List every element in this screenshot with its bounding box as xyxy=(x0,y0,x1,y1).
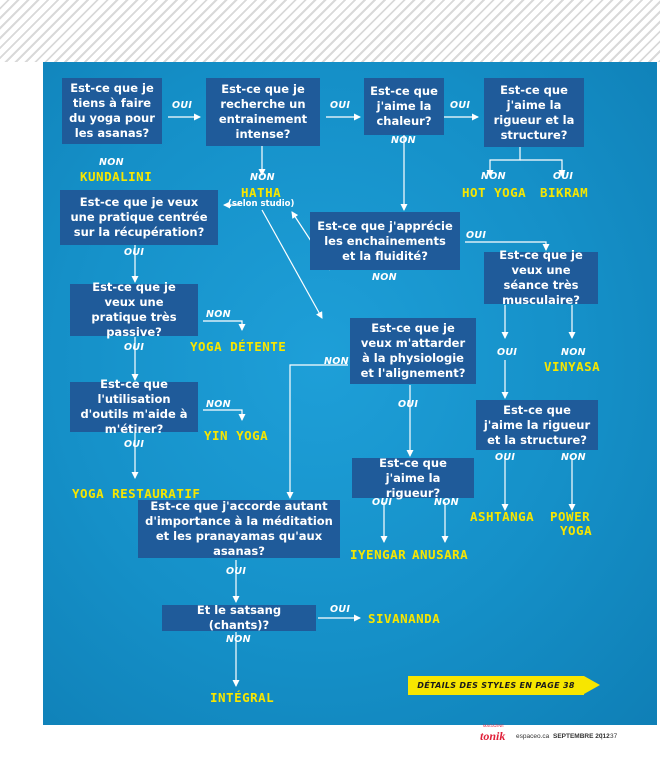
result-power-yoga: POWER xyxy=(550,509,591,524)
label-non: NON xyxy=(206,309,231,320)
label-oui: OUI xyxy=(398,399,419,410)
question-box-musculaire: Est-ce que je veux une séance très muscu… xyxy=(484,248,598,307)
tonik-logo: tonik xyxy=(480,729,506,743)
label-oui: OUI xyxy=(124,342,145,353)
question-box-alignement: Est-ce que je veux m'attarder à la physi… xyxy=(350,318,476,384)
result-yoga-restauratif: YOGA RESTAURATIF xyxy=(72,486,201,501)
label-oui: OUI xyxy=(330,100,351,111)
result-hot-yoga: HOT YOGA xyxy=(462,185,527,200)
question-box-recuperation: Est-ce que je veux une pratique centrée … xyxy=(60,190,218,245)
footer-issue: SEPTEMBRE 2012 xyxy=(553,733,610,740)
label-oui: OUI xyxy=(226,566,247,577)
footer-site: espaceo.ca xyxy=(516,733,550,740)
question-box-satsang: Et le satsang (chants)? xyxy=(162,603,316,632)
label-oui: OUI xyxy=(124,247,145,258)
arrow-q6-q7 xyxy=(465,241,550,251)
result-yoga-detente: YOGA DÉTENTE xyxy=(190,339,287,354)
question-box-chaleur: Est-ce que j'aime la chaleur? xyxy=(364,78,444,135)
details-banner: DÉTAILS DES STYLES EN PAGE 38 xyxy=(408,676,584,695)
result-power-yoga-2: YOGA xyxy=(560,523,593,538)
result-kundalini: KUNDALINI xyxy=(80,169,153,184)
label-non: NON xyxy=(324,356,349,367)
header-stripes xyxy=(0,0,660,62)
label-oui: OUI xyxy=(497,347,518,358)
question-box-asanas: Est-ce que je tiens à faire du yoga pour… xyxy=(62,78,162,144)
label-oui: OUI xyxy=(466,230,487,241)
arrow-q8-detente xyxy=(203,320,246,331)
result-sivananda: SIVANANDA xyxy=(368,611,441,626)
footer-separator: | xyxy=(601,733,603,740)
label-non: NON xyxy=(206,399,231,410)
label-non: NON xyxy=(226,634,251,645)
result-integral: INTÉGRAL xyxy=(210,690,275,705)
logo-superscript: MAGAZINE xyxy=(483,723,504,728)
question-box-rigueur-structure-1: Est-ce que j'aime la rigueur et la struc… xyxy=(484,78,584,147)
label-oui: OUI xyxy=(172,100,193,111)
question-box-rigueur: Est-ce que j'aime la rigueur? xyxy=(352,456,474,500)
footer-page-number: 37 xyxy=(610,733,618,740)
question-box-fluidite: Est-ce que j'apprécie les enchainements … xyxy=(310,212,460,270)
arrow-q9-q13 xyxy=(286,364,348,499)
label-non: NON xyxy=(372,272,397,283)
arrow-q4-bikram xyxy=(520,159,566,177)
label-oui: OUI xyxy=(495,452,516,463)
question-box-meditation: Est-ce que j'accorde autant d'importance… xyxy=(138,499,340,558)
result-yin-yoga: YIN YOGA xyxy=(204,428,269,443)
arrow-hatha-q9 xyxy=(261,209,323,319)
result-anusara: ANUSARA xyxy=(412,547,469,562)
label-oui: OUI xyxy=(330,604,351,615)
label-non: NON xyxy=(481,171,506,182)
label-non: NON xyxy=(561,347,586,358)
question-box-passive: Est-ce que je veux une pratique très pas… xyxy=(70,280,198,339)
label-oui: OUI xyxy=(372,497,393,508)
result-hatha-note: (selon studio) xyxy=(228,199,295,209)
label-oui: OUI xyxy=(450,100,471,111)
result-vinyasa: VINYASA xyxy=(544,359,601,374)
label-oui: OUI xyxy=(124,439,145,450)
label-non: NON xyxy=(391,135,416,146)
question-box-intense: Est-ce que je recherche un entrainement … xyxy=(206,78,320,146)
result-bikram: BIKRAM xyxy=(540,185,589,200)
label-non: NON xyxy=(250,172,275,183)
result-ashtanga: ASHTANGA xyxy=(470,509,535,524)
result-hatha: HATHA xyxy=(241,185,282,200)
label-non: NON xyxy=(99,157,124,168)
arrow-q10-yin xyxy=(203,409,246,421)
label-non: NON xyxy=(434,497,459,508)
label-non: NON xyxy=(561,452,586,463)
question-box-outils: Est-ce que l'utilisation d'outils m'aide… xyxy=(70,377,198,436)
arrow-q4-hotyoga xyxy=(486,147,521,177)
result-iyengar: IYENGAR xyxy=(350,547,407,562)
label-oui: OUI xyxy=(553,171,574,182)
banner-arrow-icon xyxy=(584,676,600,694)
question-box-rigueur-structure-2: Est-ce que j'aime la rigueur et la struc… xyxy=(476,400,598,450)
